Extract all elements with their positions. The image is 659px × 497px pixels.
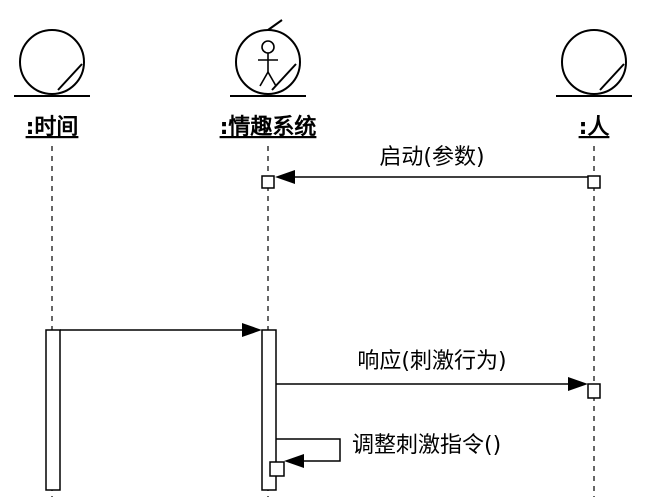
message-arrowhead — [284, 454, 304, 468]
message-start: 启动(参数) — [275, 145, 588, 184]
message-label-self: 调整刺激指令() — [352, 433, 501, 458]
lifeline-label-time: :时间 — [26, 115, 79, 140]
lifeline-label-system: :情趣系统 — [220, 114, 317, 140]
activation-box-person-start — [587, 175, 601, 189]
control-object-icon — [230, 19, 306, 97]
lifeline-person: :人 — [556, 29, 632, 497]
message-response: 响应(刺激行为) — [276, 349, 588, 391]
lifeline-time: :时间 — [14, 29, 90, 497]
activation-bar-system — [261, 329, 277, 491]
self-message-line — [276, 438, 341, 462]
message-label-response: 响应(刺激行为) — [357, 349, 506, 374]
message-self-adjust: 调整刺激指令() — [276, 433, 501, 468]
message-time-trigger — [60, 323, 262, 337]
lifeline-system: :情趣系统 — [220, 19, 317, 497]
message-arrowhead — [568, 377, 588, 391]
message-arrowhead — [275, 170, 295, 184]
activation-box-system-start — [261, 175, 275, 189]
message-arrowhead — [242, 323, 262, 337]
time-object-icon — [14, 29, 90, 97]
entity-object-icon — [556, 29, 632, 97]
activation-bar-time — [45, 329, 61, 491]
message-label-start: 启动(参数) — [379, 145, 484, 170]
lifeline-label-person: :人 — [579, 115, 610, 140]
activation-box-system-self — [269, 461, 285, 477]
activation-box-person-response — [587, 383, 601, 399]
